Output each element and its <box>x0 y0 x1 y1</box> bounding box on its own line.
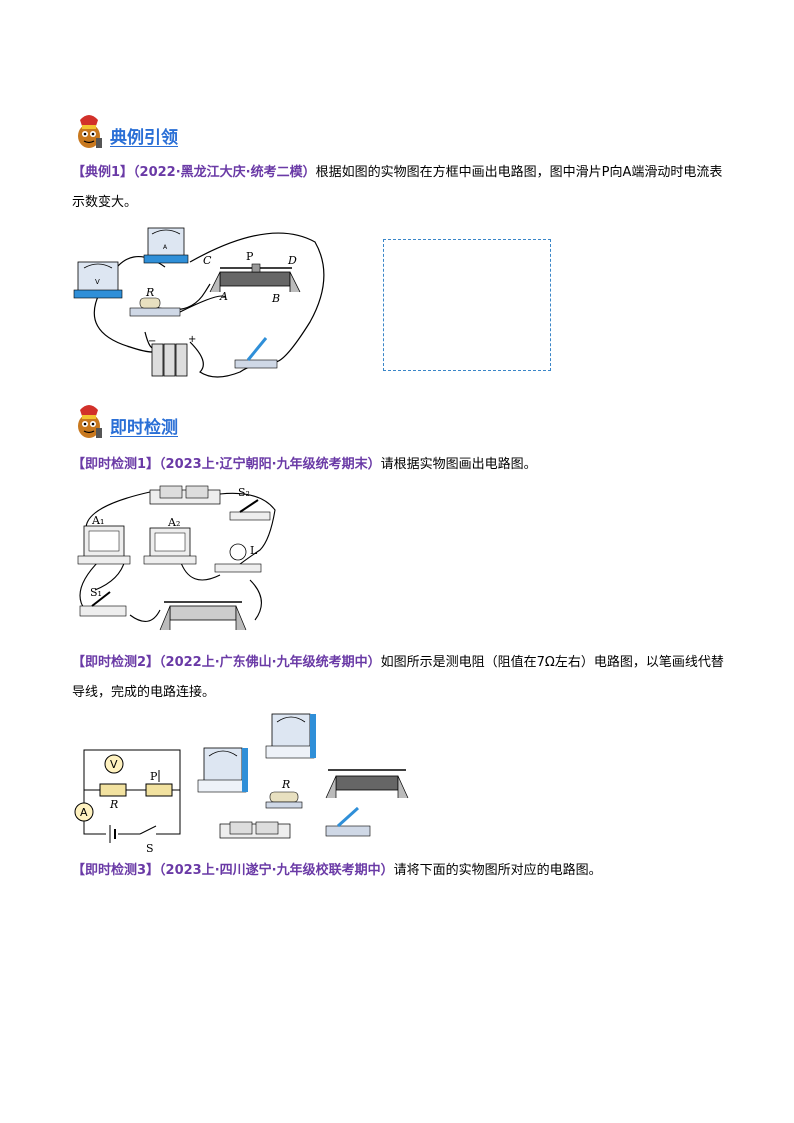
ammeter-a2-device <box>143 527 197 565</box>
label-s2: S₂ <box>238 486 250 499</box>
label-p: P <box>246 250 254 263</box>
switch-s1-device <box>79 591 127 617</box>
lamp-device <box>214 543 262 573</box>
label-p: P <box>150 770 158 783</box>
section-heading-examples: 典例引领 <box>72 110 178 150</box>
check2-tag: 【即时检测2】 <box>72 655 160 670</box>
label-r: R <box>145 286 154 299</box>
label-a: A <box>80 806 88 819</box>
example1-paragraph: 【典例1】（2022·黑龙江大庆·统考二模）根据如图的实物图在方框中画出电路图，… <box>72 158 728 218</box>
label-a: A <box>219 290 228 303</box>
ammeter-device <box>197 747 248 793</box>
resistor-device <box>265 791 303 809</box>
svg-text:A: A <box>163 244 168 251</box>
battery-device <box>149 485 221 505</box>
example1-text: 根据如图的实物图在方框中画出电路图，图中滑片P向A端滑动时电流表示数变大。 <box>72 165 723 210</box>
resistor-symbol <box>99 783 127 797</box>
check1-tag: 【即时检测1】 <box>72 457 160 472</box>
label-d: D <box>287 254 297 267</box>
voltmeter-device: V <box>73 261 123 299</box>
check3-source: （2023上·四川遂宁·九年级校联考期中） <box>159 863 394 878</box>
check1-paragraph: 【即时检测1】（2023上·辽宁朝阳·九年级统考期末）请根据实物图画出电路图。 <box>72 450 728 480</box>
label-c: C <box>203 254 212 267</box>
check3-text: 请将下面的实物图所对应的电路图。 <box>393 863 602 878</box>
switch-s2-device <box>229 499 271 521</box>
rheostat-device <box>209 263 301 293</box>
rheostat-symbol <box>145 783 173 797</box>
check2-text: 如图所示是测电阻（阻值在7Ω左右）电路图，以笔画线代替导线，完成的电路连接。 <box>72 655 724 700</box>
example1-tag: 【典例1】 <box>72 165 134 180</box>
example1-source: （2022·黑龙江大庆·统考二模） <box>133 165 316 180</box>
voltmeter-device <box>265 713 316 759</box>
label-s: S <box>146 842 154 852</box>
check3-paragraph: 【即时检测3】（2023上·四川遂宁·九年级校联考期中）请将下面的实物图所对应的… <box>72 856 728 886</box>
section-heading-checks: 即时检测 <box>72 400 178 440</box>
rheostat-device <box>159 601 247 631</box>
label-l: L <box>250 544 258 557</box>
check2-source: （2022上·广东佛山·九年级统考期中） <box>159 655 381 670</box>
label-minus: − <box>148 336 156 347</box>
label-a1: A₁ <box>91 514 104 527</box>
label-plus: + <box>188 334 196 345</box>
check3-tag: 【即时检测3】 <box>72 863 160 878</box>
label-b: B <box>271 292 280 305</box>
rheostat-device <box>325 769 409 799</box>
check2-circuit-figure: V P A R S R <box>74 713 409 852</box>
battery-device <box>151 343 188 377</box>
resistor-device <box>129 297 181 317</box>
label-v: V <box>110 758 118 771</box>
check2-paragraph: 【即时检测2】（2022上·广东佛山·九年级统考期中）如图所示是测电阻（阻值在7… <box>72 648 728 708</box>
switch-device <box>234 337 278 369</box>
ammeter-device: A <box>143 227 189 264</box>
cartoon-mascot-icon <box>78 115 102 148</box>
ammeter-symbol <box>74 802 94 822</box>
battery-device <box>219 821 291 839</box>
label-s1: S₁ <box>90 586 102 599</box>
check1-text: 请根据实物图画出电路图。 <box>380 457 537 472</box>
ammeter-a1-device <box>77 525 131 565</box>
switch-symbol <box>139 825 157 835</box>
answer-box[interactable] <box>383 239 551 371</box>
label-r-device: R <box>281 778 290 791</box>
voltmeter-symbol <box>104 754 124 774</box>
switch-device <box>325 806 371 837</box>
check1-circuit-figure: S₂ A₁ A₂ L S₁ <box>77 485 276 631</box>
label-a2: A₂ <box>167 516 180 529</box>
example1-circuit-figure: V A C P D A B R − + <box>73 227 325 378</box>
svg-text:V: V <box>95 278 100 286</box>
check1-source: （2023上·辽宁朝阳·九年级统考期末） <box>159 457 381 472</box>
label-r: R <box>109 798 118 811</box>
cartoon-mascot-icon <box>78 405 102 438</box>
section-title: 典例引领 <box>110 128 178 148</box>
section-title: 即时检测 <box>110 418 178 438</box>
